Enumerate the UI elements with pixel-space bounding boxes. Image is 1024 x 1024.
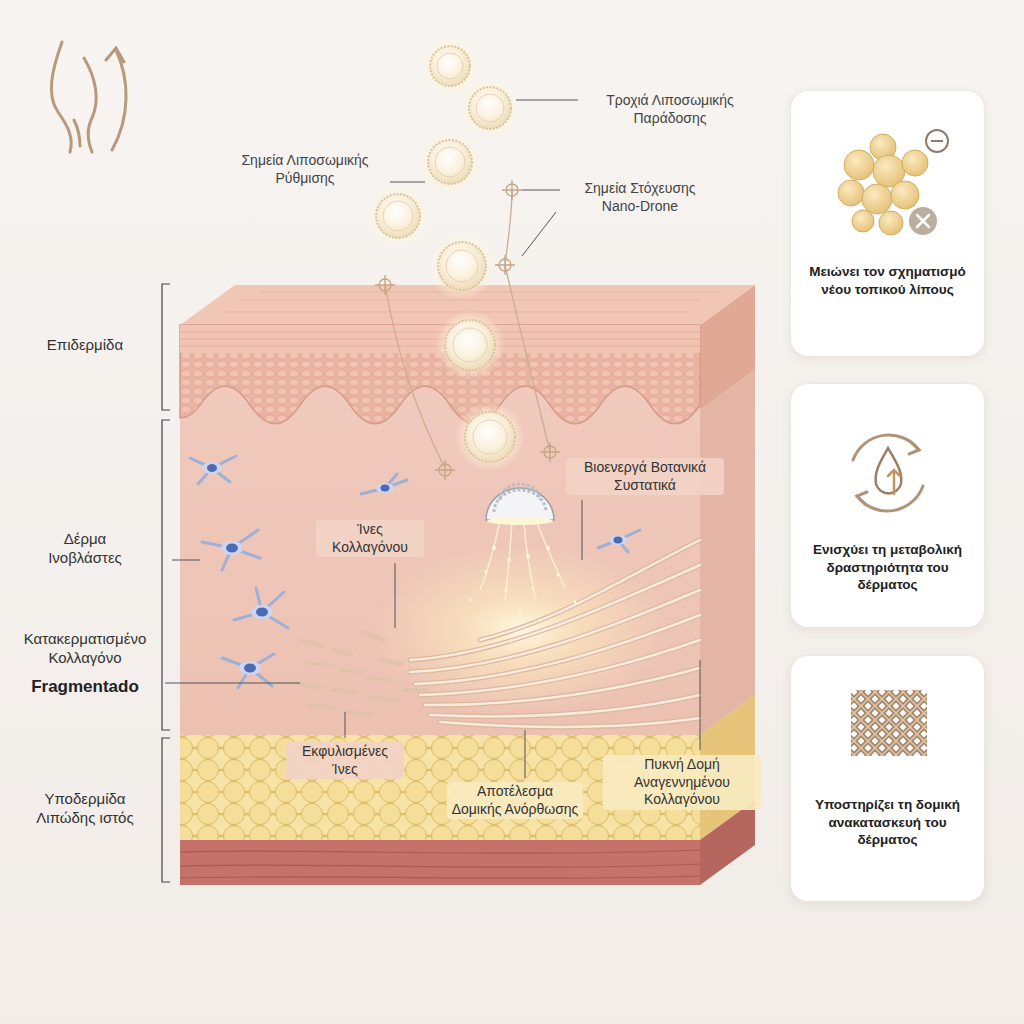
- layer-brackets: [162, 284, 170, 882]
- annotation-label: Επιδερμίδα: [47, 336, 123, 355]
- body-contour-icon: [51, 42, 126, 152]
- mesh-structure-icon: [791, 668, 986, 808]
- dermis-layer: [180, 380, 700, 735]
- benefit-panel: Μειώνει τον σχηματισμό νέου τοπικού λίπο…: [790, 90, 985, 357]
- fat-reduction-icon: [791, 113, 986, 253]
- annotation-label: Αποτέλεσμα Δομικής Ανόρθωσης: [447, 782, 583, 819]
- benefit-text: Μειώνει τον σχηματισμό νέου τοπικού λίπο…: [803, 263, 972, 298]
- muscle-layer: [180, 840, 700, 885]
- annotation-label: Βιοενεργά Βοτανικά Συστατικά: [566, 458, 724, 495]
- annotation-label: Υποδερμίδα Λιπώδης ιστός: [20, 790, 150, 828]
- annotation-label: Κατακερματισμένο Κολλαγόνο: [10, 630, 160, 668]
- benefit-panel: Υποστηρίζει τη δομική ανακατασκευή του δ…: [790, 655, 985, 902]
- benefit-panel: Ενισχύει τη μεταβολική δραστηριότητα του…: [790, 383, 985, 628]
- liposome-chain: [366, 36, 525, 472]
- target-markers: [375, 180, 560, 480]
- annotation-label: Δέρμα Ινοβλάστες: [35, 530, 135, 568]
- dense-collagen: [410, 540, 700, 727]
- benefit-text: Υποστηρίζει τη δομική ανακατασκευή του δ…: [803, 796, 972, 849]
- annotation-label: Εκφυλισμένες Ίνες: [286, 742, 404, 779]
- annotation-label: Ίνες Κολλαγόνου: [316, 520, 424, 557]
- metabolism-icon: [791, 402, 986, 542]
- annotation-label: Fragmentado: [31, 676, 139, 697]
- annotation-label: Τροχιά Λιποσωμικής Παράδοσης: [585, 92, 755, 127]
- annotation-label: Σημεία Στόχευσης Nano-Drone: [565, 180, 715, 215]
- nano-drone: [469, 484, 577, 621]
- benefit-text: Ενισχύει τη μεταβολική δραστηριότητα του…: [803, 541, 972, 594]
- annotation-label: Πυκνή Δομή Αναγεννημένου Κολλαγόνου: [603, 755, 761, 810]
- annotation-label: Σημεία Λιποσωμικής Ρύθμισης: [230, 152, 380, 187]
